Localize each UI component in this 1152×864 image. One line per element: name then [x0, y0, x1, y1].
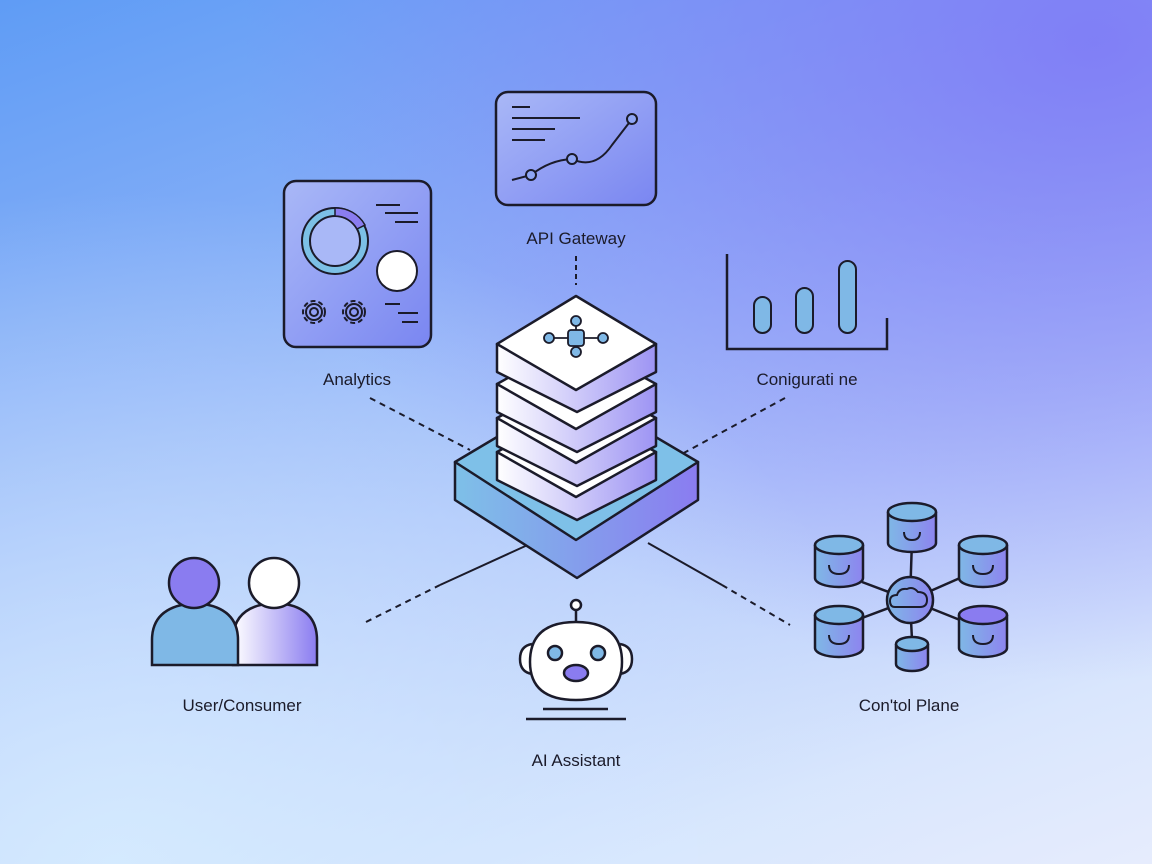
control-plane-database-network-icon	[813, 501, 1009, 673]
connector-control-plane-solid	[647, 542, 723, 586]
database-cylinder-icon	[813, 604, 865, 659]
api-gateway-panel-icon	[494, 90, 658, 207]
analytics-label: Analytics	[322, 370, 392, 389]
connector-analytics	[369, 397, 471, 451]
connector-user-consumer-dashed	[365, 584, 441, 623]
control-plane-label: Con'tol Plane	[858, 696, 960, 715]
ai-assistant-label: AI Assistant	[531, 751, 621, 770]
configuration-bar-chart-icon	[725, 254, 889, 351]
analytics-panel-icon	[282, 179, 433, 349]
database-cylinder-icon	[886, 501, 938, 554]
configuration-label: Conigurati ne	[756, 370, 858, 389]
database-cylinder-icon	[957, 534, 1009, 589]
database-cylinder-icon	[957, 604, 1009, 659]
connector-lines	[365, 256, 791, 626]
connector-configuration	[679, 397, 786, 456]
central-server-stack-icon	[453, 294, 700, 580]
connector-control-plane-dashed	[721, 584, 791, 626]
user-consumer-people-icon	[150, 556, 319, 667]
user-consumer-label: User/Consumer	[182, 696, 302, 715]
database-cylinder-icon	[813, 534, 865, 589]
database-cylinder-icon	[894, 635, 930, 673]
gear-icon	[302, 300, 326, 324]
cloud-hub-icon	[885, 575, 935, 625]
connector-user-consumer-solid	[439, 542, 533, 586]
ai-assistant-robot-icon	[518, 598, 634, 721]
gear-icon	[342, 300, 366, 324]
network-node-icon	[543, 315, 609, 358]
api-gateway-label: API Gateway	[526, 229, 626, 248]
